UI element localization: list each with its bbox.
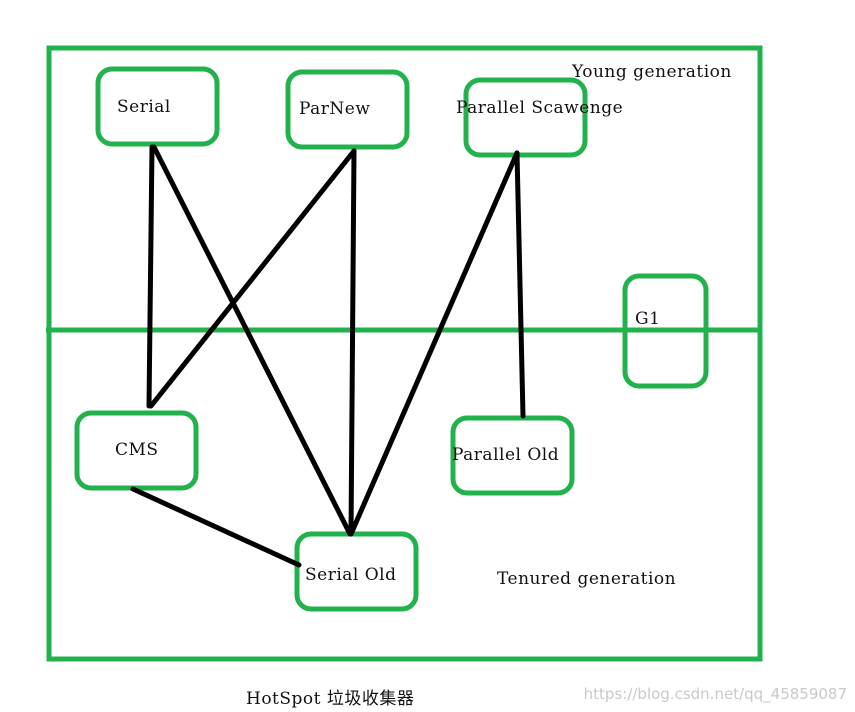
connector-parnew-serial-old xyxy=(348,148,357,537)
tenured-generation-label: Tenured generation xyxy=(497,569,677,589)
g1-label: G1 xyxy=(635,309,661,329)
parnew-label: ParNew xyxy=(299,99,371,119)
diagram-caption: HotSpot 垃圾收集器 xyxy=(246,689,415,709)
parallel-old-label: Parallel Old xyxy=(452,445,560,465)
g1-box xyxy=(622,273,709,389)
connector-parnew-cms xyxy=(148,148,357,409)
connector-parallel-scavenge-parallel-old xyxy=(514,150,526,419)
connector-parallel-scavenge-serial-old xyxy=(348,150,520,537)
serial-old-label: Serial Old xyxy=(305,565,397,585)
connector-cms-serial-old xyxy=(130,486,302,568)
parallel-old-box xyxy=(450,415,575,496)
cms-label: CMS xyxy=(115,440,159,460)
parallel-scavenge-box xyxy=(463,77,588,158)
parallel-scavenge-label: Parallel Scawenge xyxy=(456,98,624,118)
serial-box xyxy=(95,66,220,147)
serial-label: Serial xyxy=(117,97,171,117)
connector-serial-serial-old xyxy=(151,144,353,537)
source-watermark: https://blog.csdn.net/qq_45859087 xyxy=(583,685,847,703)
young-generation-label: Young generation xyxy=(572,62,732,82)
serial-old-box xyxy=(294,531,419,612)
connector-serial-cms xyxy=(146,144,155,409)
heap-frame xyxy=(46,45,763,662)
parnew-box xyxy=(285,69,410,150)
